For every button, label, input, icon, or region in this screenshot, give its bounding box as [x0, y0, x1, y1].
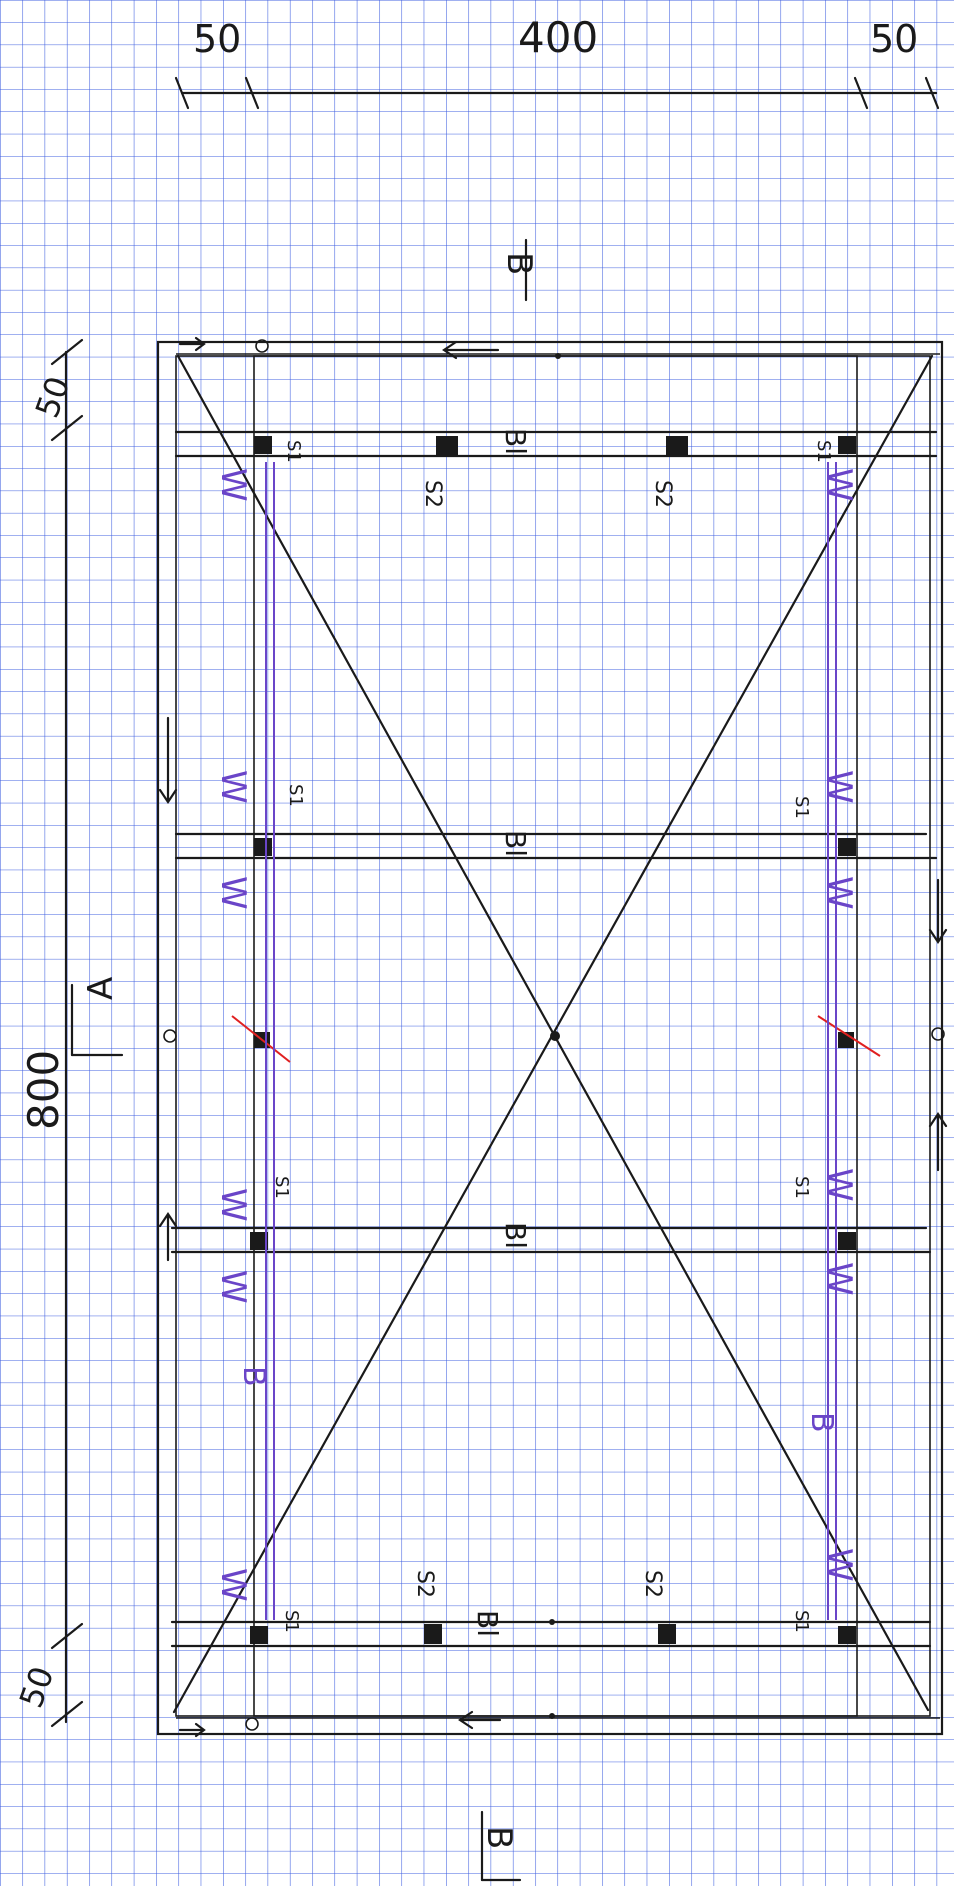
arrow-icon	[158, 1212, 178, 1262]
beam-label: Bl	[499, 830, 532, 857]
post-label-s2: S2	[640, 1570, 665, 1598]
wall-label: W	[213, 468, 253, 502]
post	[666, 436, 688, 456]
post-label-s1: S1	[791, 1176, 812, 1199]
b-label: B	[236, 1366, 271, 1387]
top-dimension: 50 400 50	[174, 13, 940, 110]
wall-label: W	[213, 1568, 253, 1602]
arrow-icon	[178, 336, 206, 352]
diagonal-bracing	[172, 354, 934, 1714]
beam-label: Bl	[499, 428, 532, 455]
beam-labels: Bl Bl Bl Bl	[471, 428, 532, 1637]
purple-wall-right	[827, 462, 837, 1620]
wall-label: W	[213, 1188, 253, 1222]
purple-wall-left	[265, 462, 275, 1620]
wall-label: W	[819, 1262, 859, 1296]
beam-row-2	[174, 832, 938, 860]
post	[658, 1624, 676, 1644]
wall-label: W	[819, 468, 859, 502]
post-label-s1: S1	[271, 1176, 292, 1199]
wall-label: W	[819, 1548, 859, 1582]
section-mark-b-top: B	[499, 238, 539, 302]
dim-top-right: 50	[870, 17, 918, 61]
post	[254, 838, 272, 856]
wall-label: W	[213, 876, 253, 910]
dim-top-middle: 400	[518, 13, 598, 62]
beam-label: Bl	[499, 1222, 532, 1249]
arrow-icon	[928, 878, 948, 944]
section-label-b-top: B	[499, 252, 539, 275]
post-label-s2: S2	[420, 480, 445, 508]
wall-label: W	[819, 770, 859, 804]
arrow-icon	[442, 340, 500, 360]
section-label-a: A	[81, 977, 121, 1000]
beam-label: Bl	[471, 1610, 504, 1637]
post	[254, 436, 272, 454]
post-labels: S1 S1 S1 S1 S1 S1 S1 S1 S2 S2 S2 S2	[271, 440, 834, 1633]
post-label-s1: S1	[813, 440, 834, 463]
post	[838, 436, 856, 454]
post-label-s1: S1	[285, 784, 306, 807]
post-label-s1: S1	[283, 440, 304, 463]
section-mark-b-bottom: B	[479, 1810, 522, 1882]
post-label-s1: S1	[791, 796, 812, 819]
post	[436, 436, 458, 456]
post	[424, 1624, 442, 1644]
dim-left-total: 800	[19, 1050, 68, 1130]
wall-label: W	[819, 876, 859, 910]
post-label-s1: S1	[791, 1610, 812, 1633]
post	[250, 1232, 268, 1250]
beam-row-3	[170, 1226, 932, 1254]
direction-arrows	[158, 336, 948, 1738]
purple-labels: W W W W W W W W W W W W B B	[213, 468, 859, 1602]
post-label-s2: S2	[412, 1570, 437, 1598]
arrow-icon	[928, 1112, 948, 1172]
wall-label: W	[213, 1270, 253, 1304]
arrow-icon	[178, 1722, 206, 1738]
arrow-icon	[458, 1710, 502, 1730]
post	[838, 1232, 856, 1250]
section-mark-a: A	[70, 977, 124, 1057]
arrow-icon	[158, 716, 178, 804]
dim-top-left: 50	[193, 17, 241, 61]
post	[838, 1626, 856, 1644]
beam-row-1	[174, 430, 938, 458]
b-label: B	[804, 1412, 839, 1433]
anchor-circles	[163, 339, 945, 1731]
wall-label: W	[819, 1168, 859, 1202]
section-label-b-bottom: B	[479, 1826, 519, 1849]
post	[838, 838, 856, 856]
post-label-s2: S2	[650, 480, 675, 508]
post	[250, 1626, 268, 1644]
wall-label: W	[213, 770, 253, 804]
post-label-s1: S1	[281, 1610, 302, 1633]
